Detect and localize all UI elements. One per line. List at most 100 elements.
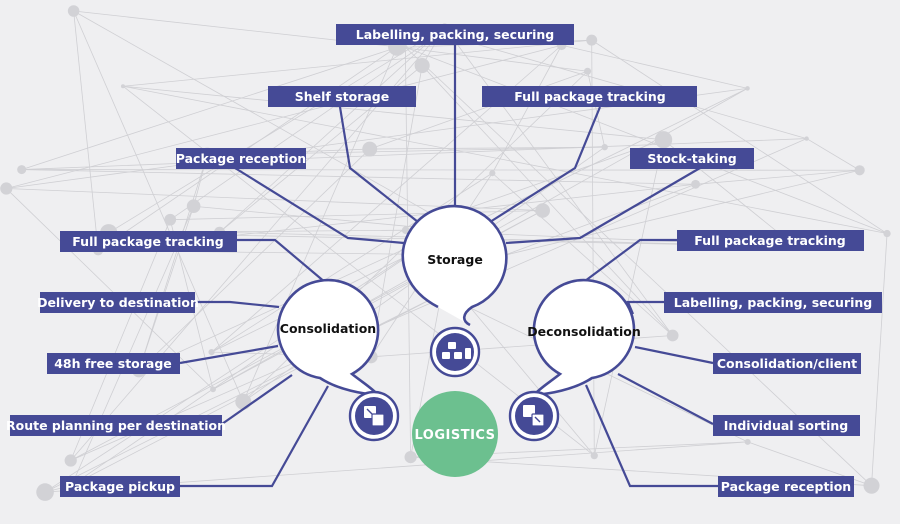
background-link <box>71 206 195 486</box>
background-link <box>44 229 447 493</box>
label-storage-1-text: Shelf storage <box>295 89 389 104</box>
background-link <box>370 65 423 357</box>
boxes-stack-icon <box>442 342 471 359</box>
label-deconsolidation-2[interactable]: Consolidation/client <box>713 353 861 374</box>
connector-deconsolidation-2 <box>634 345 714 365</box>
connector-deconsolidation-4 <box>584 384 718 488</box>
hub-deconsolidation: Deconsolidation <box>508 278 641 442</box>
background-node <box>210 386 216 393</box>
background-node <box>235 393 252 410</box>
background-link <box>21 169 860 171</box>
background-node <box>535 203 550 218</box>
label-deconsolidation-0[interactable]: Full package tracking <box>677 230 864 251</box>
connector-deconsolidation-3 <box>617 373 714 425</box>
label-storage-0-text: Labelling, packing, securing <box>356 27 555 42</box>
label-storage-1[interactable]: Shelf storage <box>268 86 416 107</box>
background-node <box>404 450 417 464</box>
label-consolidation-3[interactable]: Route planning per destination <box>6 415 226 436</box>
background-link <box>405 46 888 234</box>
connector-consolidation-3 <box>221 374 293 425</box>
hub-storage: Storage <box>401 204 508 378</box>
hub-storage-shape <box>401 204 508 327</box>
background-node <box>489 170 496 177</box>
background-link <box>71 229 447 486</box>
connector-consolidation-1 <box>195 300 280 309</box>
connector-storage-1 <box>338 106 419 223</box>
label-deconsolidation-3[interactable]: Individual sorting <box>713 415 860 436</box>
hub-storage-title: Storage <box>427 252 483 267</box>
background-link <box>591 40 595 456</box>
hub-consolidation: Consolidation <box>276 278 400 442</box>
background-link <box>108 26 445 234</box>
background-node <box>854 165 865 176</box>
background-link <box>591 39 888 234</box>
label-storage-0[interactable]: Labelling, packing, securing <box>336 24 574 45</box>
background-node <box>186 199 201 214</box>
connector-deconsolidation-0 <box>584 238 677 282</box>
connector-consolidation-4 <box>180 385 329 488</box>
background-node <box>64 454 77 467</box>
label-consolidation-0-text: Full package tracking <box>72 234 223 249</box>
background-link <box>593 139 664 456</box>
background-node <box>691 179 701 189</box>
background-link <box>369 70 588 150</box>
background-node <box>208 349 215 356</box>
label-storage-3[interactable]: Package reception <box>176 148 306 169</box>
background-node <box>863 477 880 494</box>
background-link <box>219 26 445 233</box>
background-link <box>122 85 595 456</box>
label-consolidation-2-text: 48h free storage <box>54 356 172 371</box>
background-link <box>491 45 562 174</box>
background-node <box>654 131 673 149</box>
label-deconsolidation-1-text: Labelling, packing, securing <box>674 295 873 310</box>
background-node <box>666 329 679 342</box>
background-node <box>67 5 80 17</box>
label-consolidation-2[interactable]: 48h free storage <box>47 353 180 374</box>
label-consolidation-4-text: Package pickup <box>65 479 175 494</box>
background-node <box>804 136 809 141</box>
background-link <box>122 39 592 87</box>
labels-deconsolidation: Full package tracking Labelling, packing… <box>664 230 882 497</box>
background-node <box>883 229 891 238</box>
background-link <box>369 146 605 150</box>
label-storage-4[interactable]: Stock-taking <box>630 148 754 169</box>
background-node <box>414 58 430 74</box>
label-consolidation-1-text: Delivery to destination <box>37 295 199 310</box>
connectors <box>179 44 718 488</box>
connector-deconsolidation-1 <box>626 300 664 315</box>
hub-consolidation-title: Consolidation <box>280 321 376 336</box>
hub-deconsolidation-shape <box>530 278 636 397</box>
background-node <box>362 141 378 157</box>
split-boxes-icon <box>523 405 545 427</box>
label-deconsolidation-3-text: Individual sorting <box>724 418 848 433</box>
background-link <box>871 233 888 486</box>
background-link <box>695 169 860 185</box>
background-node <box>0 182 13 195</box>
label-storage-2-text: Full package tracking <box>514 89 665 104</box>
label-deconsolidation-1[interactable]: Labelling, packing, securing <box>664 292 882 313</box>
hub-consolidation-shape <box>276 278 382 397</box>
label-storage-2[interactable]: Full package tracking <box>482 86 697 107</box>
label-deconsolidation-4-text: Package reception <box>721 479 851 494</box>
label-storage-3-text: Package reception <box>176 151 306 166</box>
background-node <box>401 226 410 235</box>
background-link <box>73 10 99 251</box>
center-node: LOGISTICS <box>412 391 498 477</box>
label-deconsolidation-4[interactable]: Package reception <box>718 476 854 497</box>
label-consolidation-0[interactable]: Full package tracking <box>60 231 237 252</box>
merge-boxes-icon <box>364 406 385 427</box>
background-link <box>21 138 807 170</box>
background-link <box>504 169 860 256</box>
background-link <box>71 293 442 486</box>
background-node <box>745 86 750 91</box>
background-node <box>744 438 751 445</box>
label-consolidation-4[interactable]: Package pickup <box>60 476 180 497</box>
background-link <box>73 10 244 402</box>
center-circle <box>412 391 498 477</box>
background-node <box>17 165 27 175</box>
labels-consolidation: Full package tracking Delivery to destin… <box>6 231 237 497</box>
background-link <box>122 85 664 141</box>
background-link <box>504 183 696 256</box>
label-consolidation-1[interactable]: Delivery to destination <box>37 292 199 313</box>
